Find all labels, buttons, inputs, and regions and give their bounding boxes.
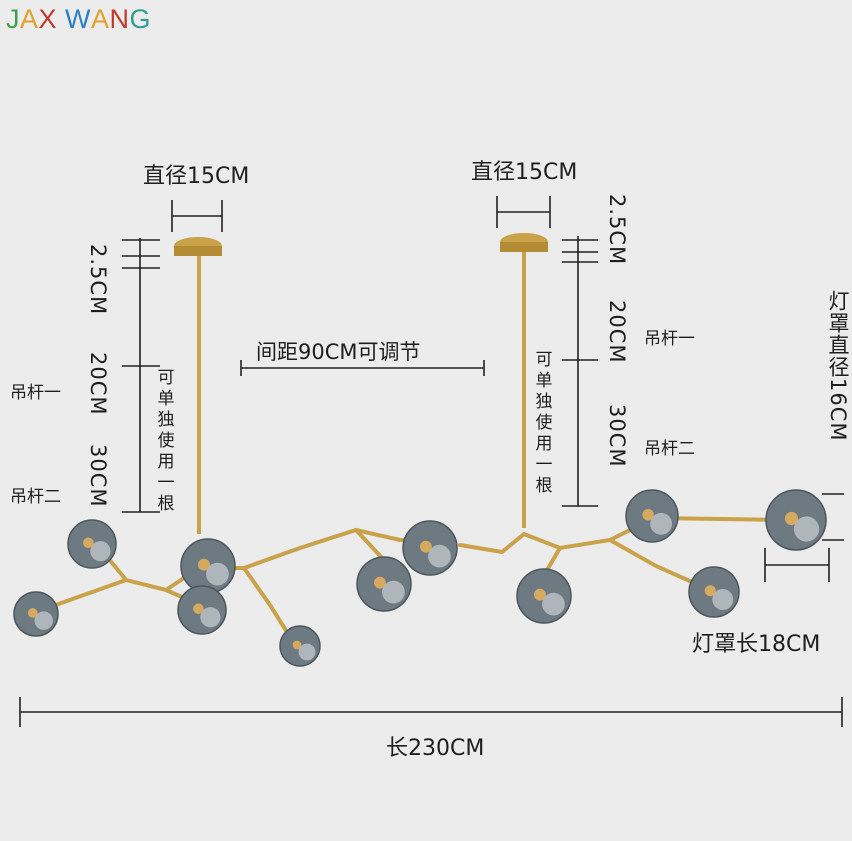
single-rod-note-left: 可单独使用一根 xyxy=(157,368,175,514)
canopy-diameter-right-label: 直径15CM xyxy=(471,160,578,185)
canopy-height-left-label: 2.5CM xyxy=(86,244,110,316)
logo-letter: J xyxy=(6,4,20,34)
rod2-length-right-label: 30CM xyxy=(605,404,629,468)
logo-letter: A xyxy=(20,4,39,34)
dimension-lines xyxy=(19,196,844,727)
logo-letter: X xyxy=(38,4,58,34)
glass-globe xyxy=(516,568,572,624)
canopy-height-right-label: 2.5CM xyxy=(605,194,629,266)
rod1-length-right-label: 20CM xyxy=(605,300,629,364)
rod1-right-label: 吊杆一 xyxy=(644,329,695,349)
glass-globe xyxy=(625,489,679,543)
glass-globe xyxy=(177,585,227,635)
glass-globe xyxy=(688,566,740,618)
rod1-left-label: 吊杆一 xyxy=(10,383,61,403)
shade-diameter-label: 灯罩直径16CM xyxy=(826,290,850,442)
rod2-left-label: 吊杆二 xyxy=(10,487,61,507)
canopy-diameter-left-label: 直径15CM xyxy=(143,164,250,189)
canopy-right xyxy=(500,233,548,528)
glass-globe xyxy=(765,489,827,551)
logo-letter: G xyxy=(129,4,152,34)
logo-letter: W xyxy=(65,4,92,34)
rod2-length-left-label: 30CM xyxy=(86,444,110,508)
canopy-left xyxy=(174,237,222,534)
glass-globe xyxy=(180,538,236,594)
rod1-length-left-label: 20CM xyxy=(86,352,110,416)
shade-length-label: 灯罩长18CM xyxy=(692,632,821,657)
spacing-label: 间距90CM可调节 xyxy=(256,340,421,364)
brand-logo: JAX WANG xyxy=(6,4,151,35)
total-length-label: 长230CM xyxy=(386,736,485,761)
glass-globe xyxy=(402,520,458,576)
rod2-right-label: 吊杆二 xyxy=(644,439,695,459)
logo-letter: N xyxy=(109,4,130,34)
logo-letter: A xyxy=(91,4,110,34)
single-rod-note-right: 可单独使用一根 xyxy=(535,350,553,496)
glass-globe xyxy=(279,625,321,667)
glass-globe xyxy=(356,556,412,612)
glass-globes xyxy=(13,489,827,667)
glass-globe xyxy=(67,519,117,569)
glass-globe xyxy=(13,591,59,637)
